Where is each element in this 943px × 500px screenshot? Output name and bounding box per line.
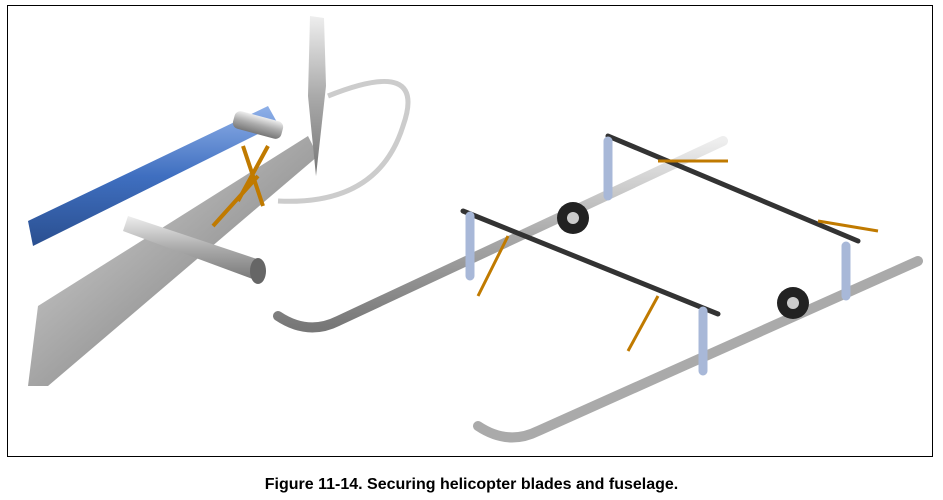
blade-tie-down-strap <box>211 145 270 228</box>
figure-illustration <box>7 5 933 457</box>
tail-rotor <box>277 16 411 204</box>
figure-caption: Figure 11-14. Securing helicopter blades… <box>264 476 679 493</box>
tail-boom <box>28 136 318 386</box>
fuselage-tie-down-straps <box>476 159 879 352</box>
rotor-blade <box>28 106 278 246</box>
ground-handling-wheels <box>557 202 809 319</box>
helicopter-securing-drawing <box>28 16 923 443</box>
landing-skids <box>273 133 923 443</box>
